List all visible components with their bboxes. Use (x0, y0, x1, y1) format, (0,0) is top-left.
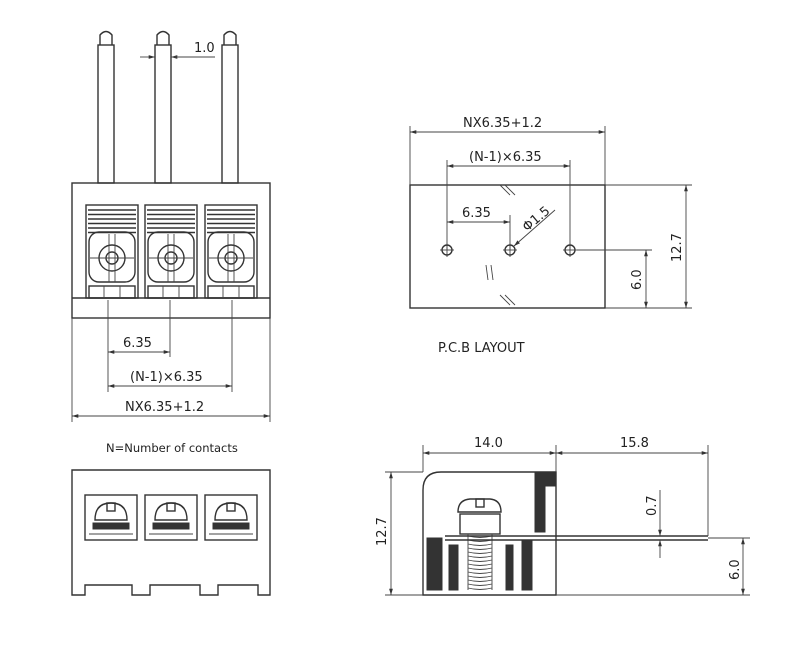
pcb-dim-height: 12.7 (670, 233, 685, 262)
bottom-cell (144, 494, 198, 541)
dim-overall: NX6.35+1.2 (125, 400, 204, 415)
bottom-cell (204, 494, 258, 541)
bottom-view (71, 469, 271, 596)
contacts-note: N=Number of contacts (106, 441, 238, 455)
terminal-cell (204, 204, 258, 299)
terminal-cells (85, 204, 258, 299)
side-dim-pin-height: 6.0 (728, 559, 743, 580)
pcb-dim-pitch: 6.35 (462, 206, 491, 221)
pins (97, 30, 239, 184)
terminal-cell (144, 204, 198, 299)
dim-pitch: 6.35 (123, 336, 152, 351)
pcb-layout: NX6.35+1.2 (N-1)×6.35 6.35 Φ1.5 12.7 6.0… (409, 116, 692, 356)
pcb-holes (440, 243, 577, 257)
side-dim-pin-thickness: 0.7 (645, 495, 660, 516)
dim-span: (N-1)×6.35 (130, 370, 203, 385)
bottom-cells (84, 494, 258, 541)
screw (457, 498, 502, 590)
pcb-layout-title: P.C.B LAYOUT (438, 341, 525, 356)
pcb-dim-span: (N-1)×6.35 (469, 150, 542, 165)
housing (71, 182, 271, 319)
front-view: 1.0 6.35 (N-1)×6.35 NX6.35+1.2 N=Number … (71, 30, 271, 455)
side-dim-height: 12.7 (375, 517, 390, 546)
pcb-dim-hole-offset: 6.0 (630, 269, 645, 290)
side-dim-depth: 14.0 (474, 436, 503, 451)
bottom-cell (84, 494, 138, 541)
side-view: 14.0 15.8 12.7 0.7 6.0 (375, 436, 750, 596)
pcb-dim-overall: NX6.35+1.2 (463, 116, 542, 131)
dim-pin-gap: 1.0 (194, 41, 215, 56)
pcb-hole-diameter: Φ1.5 (520, 204, 553, 235)
pcb-outline (409, 184, 606, 309)
side-dim-pin-length: 15.8 (620, 436, 649, 451)
terminal-cell (85, 204, 139, 299)
